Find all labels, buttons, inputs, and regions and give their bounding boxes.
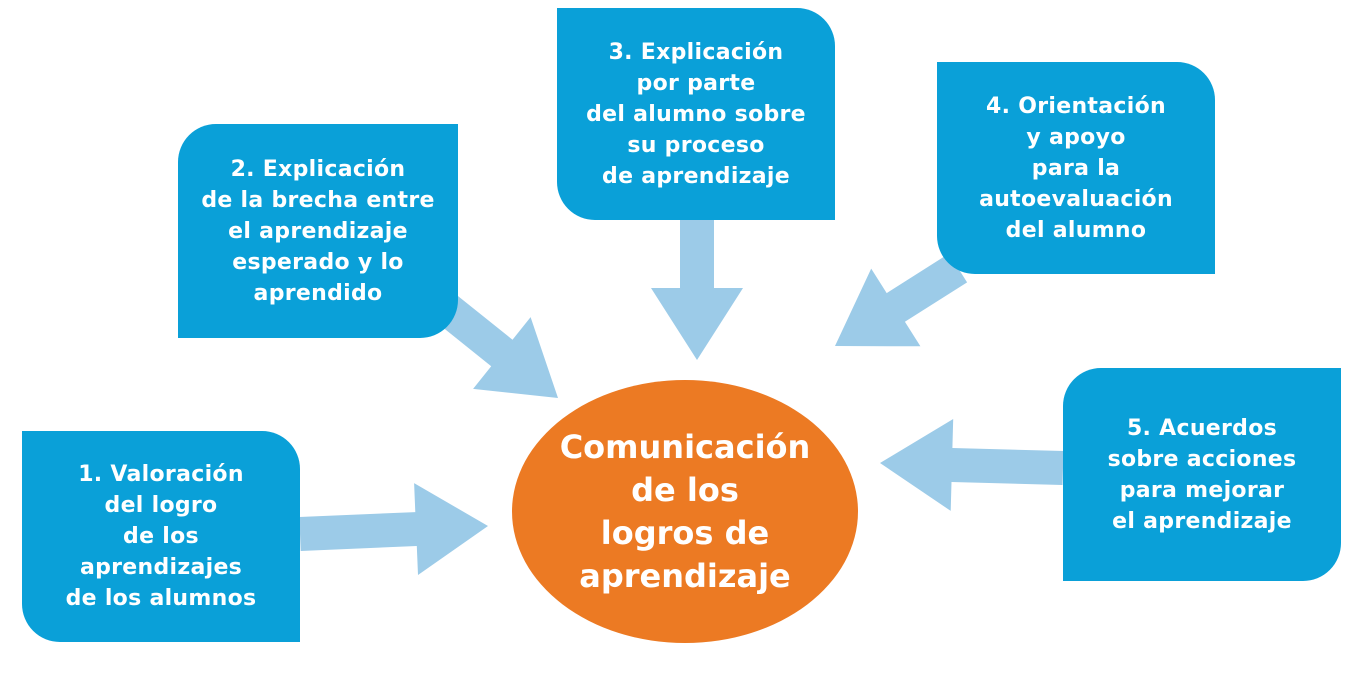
arrow-from-step-1 — [299, 483, 488, 575]
step-2-label: 2. Explicación de la brecha entre el apr… — [201, 156, 435, 306]
step-2-box: 2. Explicación de la brecha entre el apr… — [178, 124, 458, 338]
center-ellipse: Comunicación de los logros de aprendizaj… — [512, 380, 858, 643]
step-5-box: 5. Acuerdos sobre acciones para mejorar … — [1063, 368, 1341, 581]
step-4-box: 4. Orientación y apoyo para la autoevalu… — [937, 62, 1215, 274]
step-1-label: 1. Valoración del logro de los aprendiza… — [65, 462, 257, 611]
arrow-from-step-2 — [431, 291, 558, 398]
arrow-from-step-4 — [835, 253, 968, 347]
step-1-box: 1. Valoración del logro de los aprendiza… — [22, 431, 300, 642]
arrow-from-step-3 — [651, 220, 743, 360]
center-label: Comunicación de los logros de aprendizaj… — [559, 427, 811, 595]
arrow-from-step-5 — [880, 419, 1064, 511]
step-5-label: 5. Acuerdos sobre acciones para mejorar … — [1107, 415, 1297, 534]
step-3-box: 3. Explicación por parte del alumno sobr… — [557, 8, 835, 220]
step-3-label: 3. Explicación por parte del alumno sobr… — [586, 39, 806, 189]
step-4-label: 4. Orientación y apoyo para la autoevalu… — [979, 93, 1173, 243]
